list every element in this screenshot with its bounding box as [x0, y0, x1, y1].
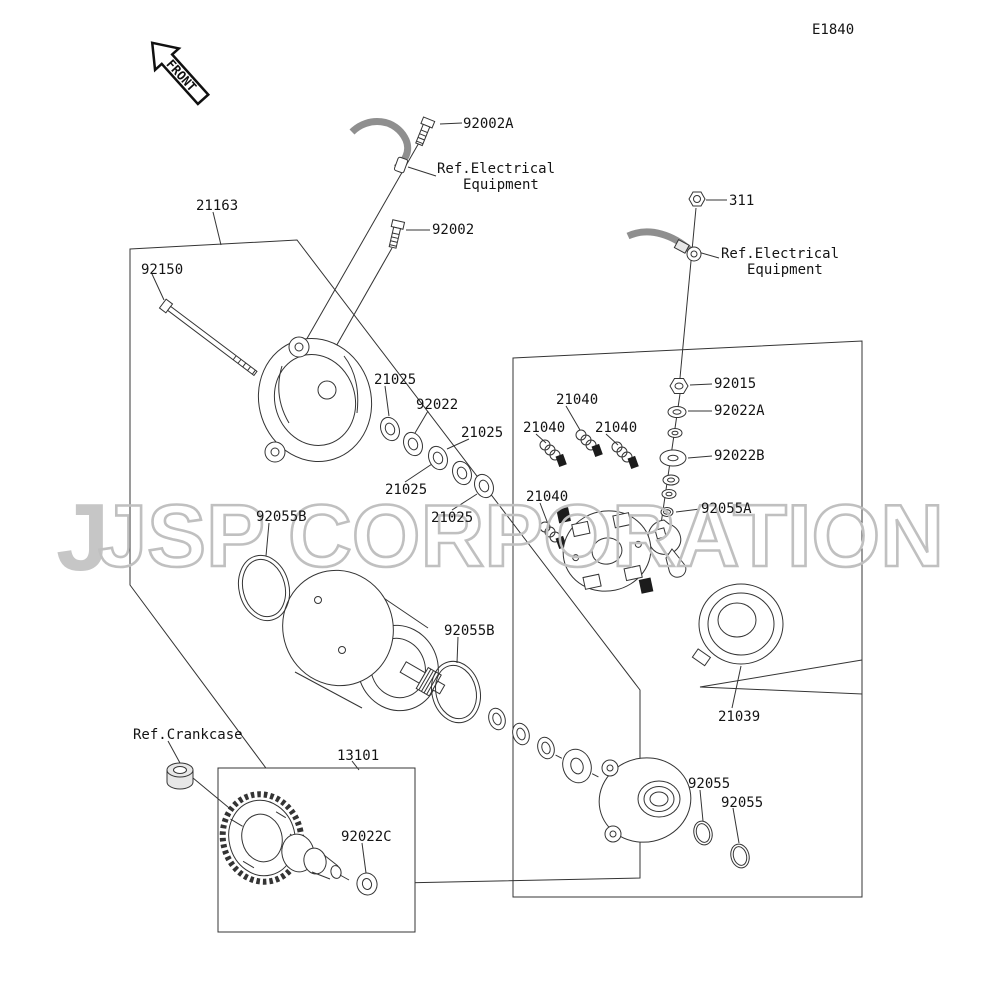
- part-label-21025-4: 21025: [431, 510, 474, 526]
- ref-electrical-top-line2: Equipment: [463, 177, 539, 193]
- part-label-92055-2: 92055: [721, 795, 764, 811]
- nut-311: [688, 191, 706, 207]
- watermark-logo-j: J: [56, 484, 109, 591]
- part-label-92022b: 92022B: [714, 448, 765, 464]
- part-label-21039: 21039: [718, 709, 761, 725]
- part-label-13101: 13101: [337, 748, 380, 764]
- part-label-21040-3: 21040: [595, 420, 638, 436]
- part-label-92002a: 92002A: [463, 116, 514, 132]
- part-label-92055b-2: 92055B: [444, 623, 495, 639]
- part-label-21040-4: 21040: [526, 489, 569, 505]
- end-bracket: [598, 757, 692, 843]
- ground-lead: [626, 228, 702, 262]
- battery-cable-top: [349, 118, 412, 174]
- pointer-wedge: [699, 659, 863, 695]
- diagram-code: E1840: [812, 22, 855, 38]
- part-label-21040-2: 21040: [523, 420, 566, 436]
- part-label-21025-2: 21025: [461, 425, 504, 441]
- o-ring-92055b-2: [431, 660, 481, 724]
- part-label-311: 311: [729, 193, 755, 209]
- washer-92022c: [356, 872, 378, 896]
- part-label-92055-1: 92055: [688, 776, 731, 792]
- front-arrow-icon: [150, 41, 211, 106]
- thrust-ring-row: [485, 705, 599, 784]
- part-label-21163: 21163: [196, 198, 239, 214]
- terminal-stack: [647, 378, 689, 578]
- part-label-21025-1: 21025: [374, 372, 417, 388]
- ref-electrical-right-line1: Ref.Electrical: [721, 246, 840, 262]
- crankcase-bushing: [166, 762, 194, 790]
- motor-yoke: [282, 569, 446, 712]
- watermark-text: JSP CORPORATION: [98, 486, 944, 585]
- part-label-92002: 92002: [432, 222, 475, 238]
- part-label-92022a: 92022A: [714, 403, 765, 419]
- starter-clutch: [219, 791, 350, 885]
- end-frame: [257, 336, 373, 463]
- part-label-92055b-1: 92055B: [256, 509, 307, 525]
- through-bolt-92150: [158, 298, 258, 377]
- part-label-92150: 92150: [141, 262, 184, 278]
- ref-electrical-top-line1: Ref.Electrical: [437, 161, 556, 177]
- part-label-92022c: 92022C: [341, 829, 392, 845]
- part-label-92055a: 92055A: [701, 501, 752, 517]
- o-ring-92055b-1: [237, 554, 291, 622]
- ref-crankcase-label: Ref.Crankcase: [133, 727, 243, 743]
- part-label-92015: 92015: [714, 376, 757, 392]
- part-label-21025-3: 21025: [385, 482, 428, 498]
- brush-holder: [556, 507, 654, 594]
- part-label-92022: 92022: [416, 397, 459, 413]
- ref-electrical-right-line2: Equipment: [747, 262, 823, 278]
- end-cover: [691, 583, 784, 667]
- part-label-21040-1: 21040: [556, 392, 599, 408]
